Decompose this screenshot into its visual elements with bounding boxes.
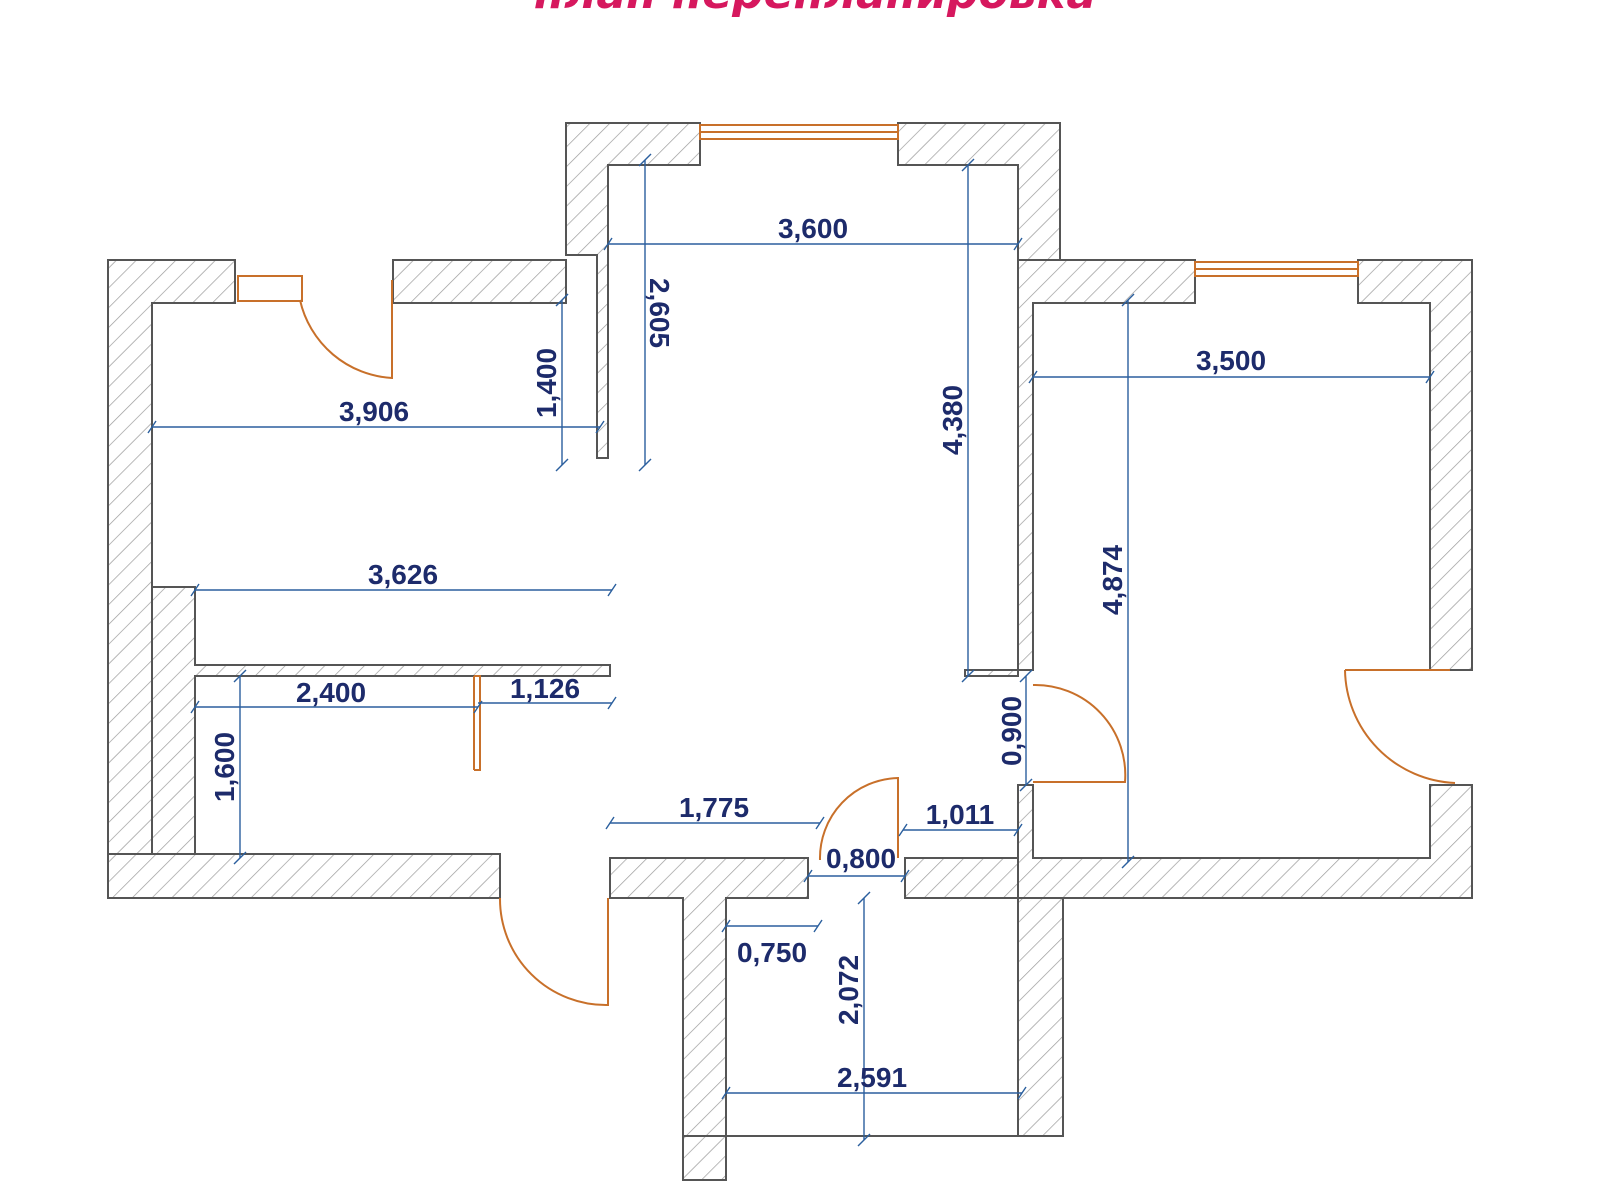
window-top-left — [237, 275, 303, 302]
wall-partition — [964, 165, 1019, 677]
dim-label-1126: 1,126 — [510, 673, 580, 704]
wall-balcony — [683, 897, 1064, 1137]
wall-bottom-center — [609, 857, 809, 1181]
plan-title: план перепланировка — [534, 0, 1096, 19]
dim-label-3500: 3,500 — [1196, 345, 1266, 376]
wall-top-left-right — [392, 259, 567, 304]
dim-label-2072: 2,072 — [833, 955, 864, 1025]
dim-label-1011: 1,011 — [926, 799, 995, 830]
dim-label-4380: 4,380 — [937, 385, 968, 455]
door-entry-top — [299, 280, 393, 380]
dim-label-3626: 3,626 — [368, 559, 438, 590]
wall-top-center — [565, 122, 701, 459]
wall-right-top-right — [1357, 259, 1473, 671]
door-right-room — [1032, 683, 1127, 783]
dimension-lines — [147, 153, 1435, 1147]
door-kitchen — [473, 675, 481, 771]
dim-label-2400: 2,400 — [296, 677, 366, 708]
dim-label-1400: 1,400 — [531, 348, 562, 418]
dim-label-3600: 3,600 — [778, 213, 848, 244]
dim-label-4874: 4,874 — [1097, 545, 1128, 615]
wall-left-inner — [151, 586, 611, 855]
dim-label-2605: 2,605 — [644, 278, 675, 348]
door-right-exterior — [1344, 669, 1456, 784]
walls — [107, 122, 1473, 1181]
wall-bottom-left — [107, 853, 501, 899]
dimension-labels: 3,906 1,400 2,605 3,600 4,380 3,500 4,87… — [209, 213, 1266, 1093]
dim-label-1775: 1,775 — [679, 792, 749, 823]
dim-label-2591: 2,591 — [837, 1062, 907, 1093]
dim-label-3906: 3,906 — [339, 396, 409, 427]
door-bath — [818, 776, 899, 861]
dim-label-0750: 0,750 — [737, 937, 807, 968]
dim-label-0900: 0,900 — [996, 696, 1027, 766]
wall-right-lower — [1017, 784, 1473, 899]
dim-label-1600: 1,600 — [209, 732, 240, 802]
doors — [299, 280, 1456, 1007]
door-front — [498, 897, 609, 1007]
windows — [237, 124, 1359, 302]
dim-label-0800: 0,800 — [826, 843, 896, 874]
wall-top-center-right — [897, 122, 1061, 261]
wall-bottom-center-right — [904, 857, 1019, 899]
